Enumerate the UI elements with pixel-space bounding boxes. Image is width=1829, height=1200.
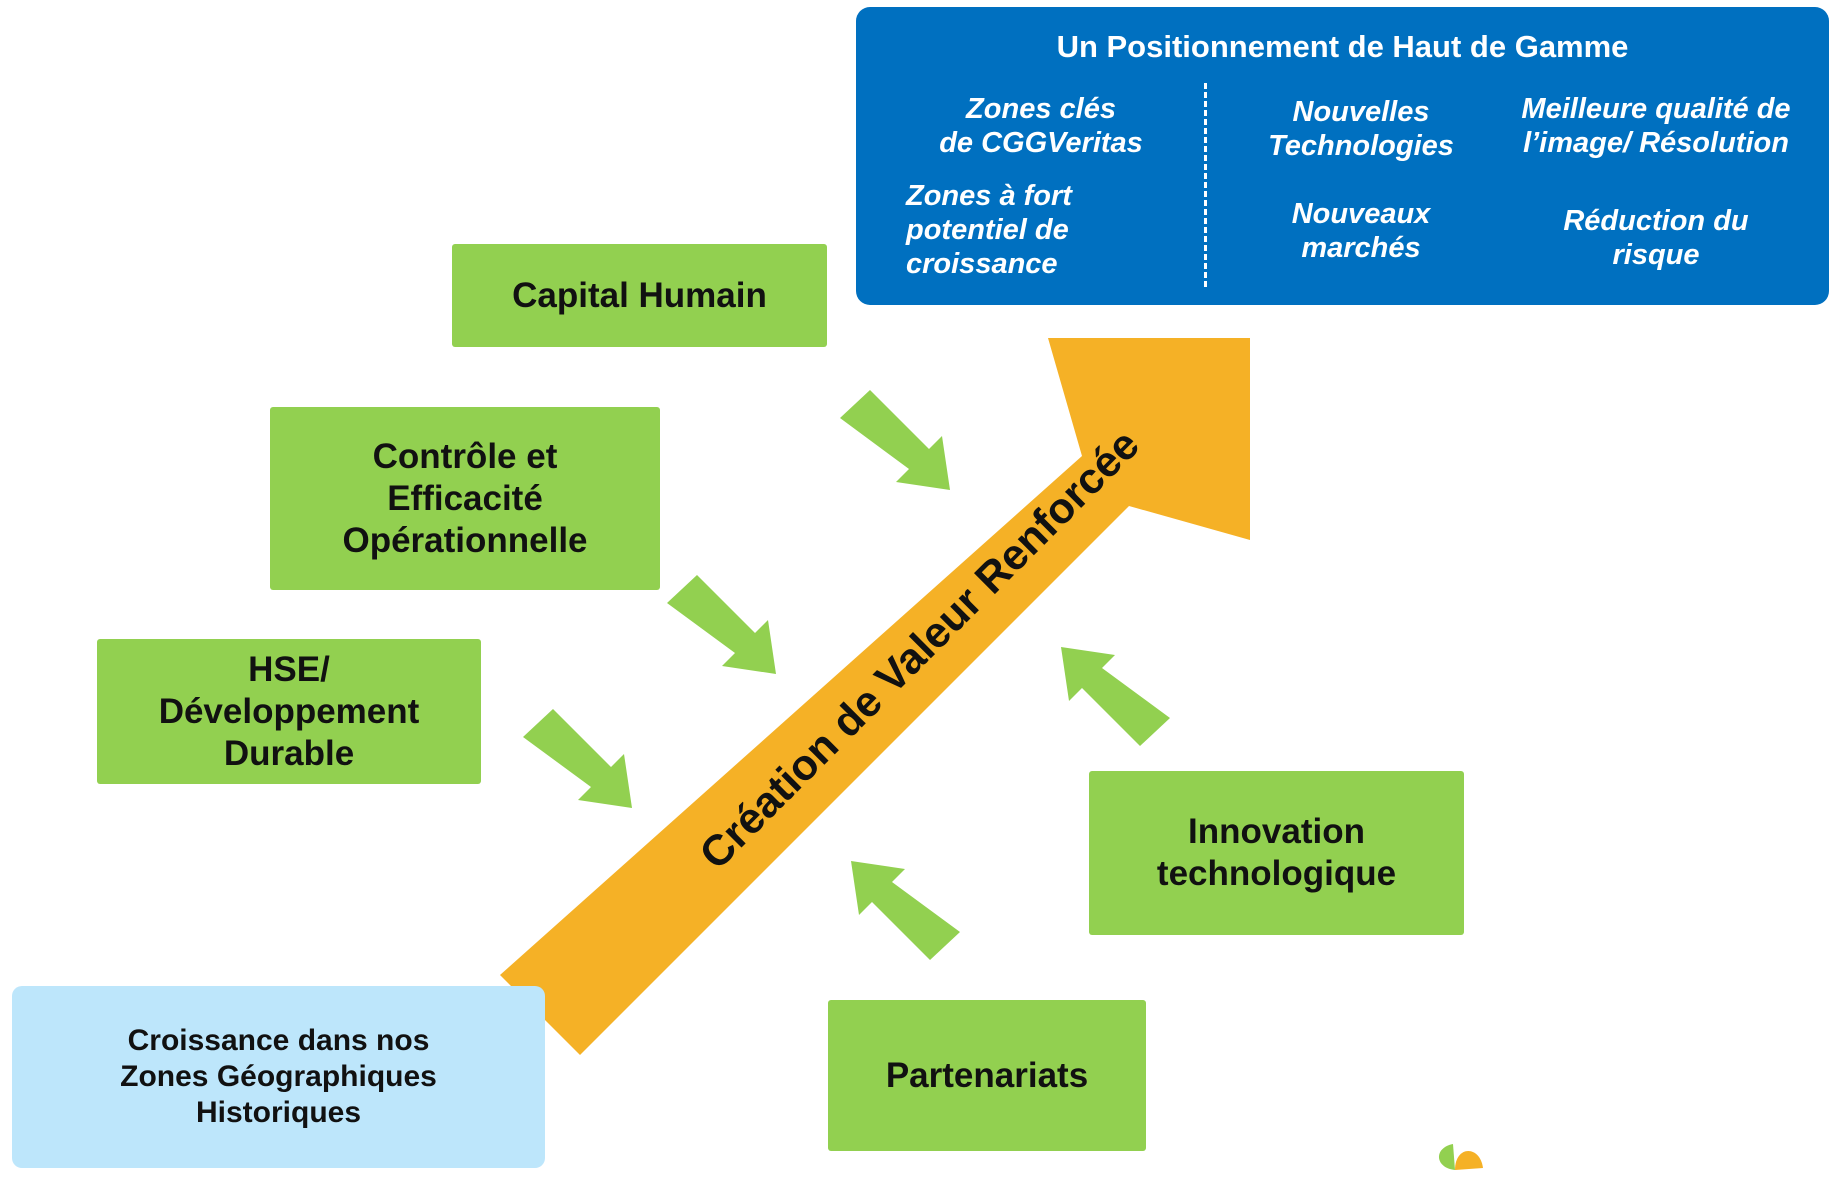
arrow-from-partenariats (851, 861, 960, 960)
risk-reduction-item: Réduction du risque (1563, 205, 1749, 272)
value-creation-diagram (500, 338, 1250, 1055)
arrow-from-capital-humain (840, 390, 950, 490)
capital-humain-box: Capital Humain (452, 244, 827, 347)
innovation-box: Innovation technologique (1089, 771, 1464, 935)
positioning-panel-title: Un Positionnement de Haut de Gamme (1056, 29, 1629, 64)
value-creation-arrow (500, 338, 1250, 1055)
panel-divider (1204, 83, 1207, 287)
controle-box: Contrôle et Efficacité Opérationnelle (270, 407, 660, 590)
croissance-box: Croissance dans nos Zones Géographiques … (12, 986, 545, 1168)
new-markets-item: Nouveaux marchés (1291, 198, 1431, 265)
partenariats-box: Partenariats (828, 1000, 1146, 1151)
company-logo (1438, 1144, 1483, 1170)
new-technologies-item: Nouvelles Technologies (1268, 96, 1454, 163)
image-quality-item: Meilleure qualité de l’image/ Résolution (1521, 93, 1791, 160)
key-zones-item: Zones clés de CGGVeritas (939, 93, 1143, 160)
arrow-from-controle (667, 575, 776, 674)
hse-box: HSE/ Développement Durable (97, 639, 481, 784)
arrow-from-innovation (1061, 647, 1170, 746)
arrow-from-hse (523, 709, 632, 808)
positioning-panel: Un Positionnement de Haut de Gamme Zones… (856, 7, 1829, 305)
high-growth-zones-item: Zones à fort potentiel de croissance (906, 180, 1072, 281)
